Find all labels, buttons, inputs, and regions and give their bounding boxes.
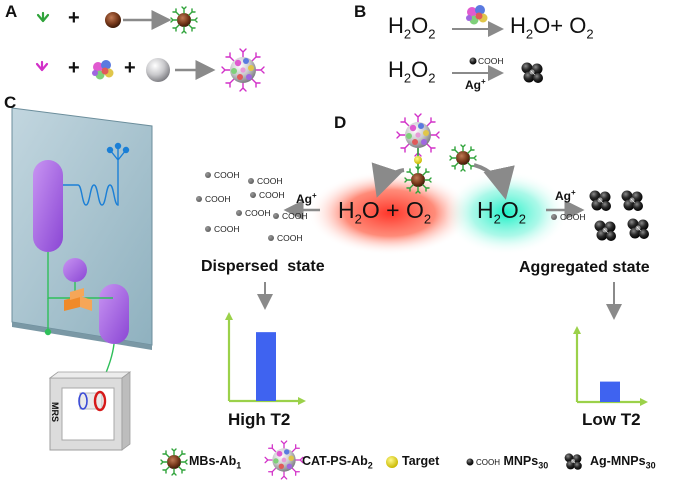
h2o2-glow — [444, 171, 568, 255]
legend-target: Target — [402, 454, 440, 468]
mnp-icon — [250, 192, 256, 198]
panel-b-graphics — [452, 5, 543, 83]
target-icon — [414, 156, 422, 164]
cat-ps-ab-icon — [221, 48, 265, 92]
serpentine-channel — [63, 142, 130, 206]
high-t2-chart — [225, 312, 306, 405]
plus-sign: + — [68, 7, 80, 29]
low-t2-label: Low T2 — [582, 410, 641, 429]
mnp-label: COOH — [551, 212, 586, 222]
panel-c-graphics — [11, 107, 153, 451]
reaction-chamber-large — [33, 160, 63, 252]
mnp-label: COOH — [250, 190, 285, 200]
panel-label-c: C — [4, 93, 17, 112]
panel-d-graphics — [225, 113, 649, 406]
ag-mnp-cluster-icon — [621, 190, 643, 211]
mbs-ab-icon — [170, 6, 198, 34]
mnp-icon — [273, 213, 279, 219]
reaction2-reactant: H2O2 — [388, 57, 436, 86]
legend-graphics — [160, 440, 582, 480]
mnp-icon — [236, 210, 242, 216]
mnp-label: COOH — [268, 233, 303, 243]
ag-ion-label-left: Ag+ — [296, 191, 317, 206]
mnp-label: COOH — [205, 224, 240, 234]
mrs-device — [48, 371, 132, 451]
mnp-label: COOH — [205, 170, 240, 180]
plus-sign: + — [68, 57, 80, 79]
reaction2-reagent-cooh: COOH — [478, 56, 504, 66]
reaction1-reactant: H2O2 — [388, 13, 436, 42]
fluid-channel — [44, 252, 115, 387]
reaction1-product: H2O+ O2 — [510, 13, 594, 42]
valve-block — [64, 288, 92, 311]
mrs-label: MRS — [50, 402, 60, 422]
panel-label-a: A — [5, 2, 18, 21]
h2o2-substrate: H2O2 — [477, 197, 526, 227]
ag-mnp-cluster-icon — [564, 453, 582, 470]
mbs-ab-icon — [449, 144, 477, 172]
mnp-icon — [196, 196, 202, 202]
cat-ps-ab-icon — [264, 440, 304, 480]
mnp-icon — [268, 235, 274, 241]
high-t2-label: High T2 — [228, 410, 291, 429]
mbs-ab-icon — [160, 448, 188, 476]
dispersed-state-label: Dispersed state — [201, 258, 325, 275]
green-antibody-icon — [36, 11, 50, 23]
legend-mnps: COOH MNPs30 — [476, 454, 549, 471]
target-icon — [386, 456, 398, 468]
mnp-icon — [469, 57, 477, 65]
legend-cat-ps-ab: CAT-PS-Ab2 — [302, 454, 373, 471]
reaction-chamber-small — [63, 258, 87, 282]
ag-ion-label-right: Ag+ — [555, 188, 576, 203]
ag-mnp-cluster-icon — [521, 62, 543, 83]
mnp-icon — [551, 214, 557, 220]
low-t2-chart — [573, 326, 648, 406]
ag-mnp-cluster-icon — [589, 190, 611, 211]
mnp-icon — [248, 178, 254, 184]
mnp-icon — [205, 172, 211, 178]
panel-a-graphics — [35, 6, 265, 92]
magnetic-bead-icon — [105, 12, 121, 28]
panel-label-d: D — [334, 113, 347, 132]
catalase-enzyme-icon — [466, 5, 488, 25]
low-t2-bar — [600, 381, 620, 402]
magenta-antibody-icon — [35, 60, 49, 72]
ag-mnp-cluster-icon — [627, 218, 649, 239]
mnp-label: COOH — [196, 194, 231, 204]
legend-ag-mnps: Ag-MNPs30 — [590, 454, 656, 471]
detection-chamber — [99, 284, 129, 344]
legend-mbs-ab: MBs-Ab1 — [189, 454, 242, 471]
panel-label-b: B — [354, 2, 367, 21]
h2o-o2-product: H2O + O2 — [338, 197, 432, 227]
curved-arrow-right — [473, 163, 515, 200]
reaction2-reagent-ag: Ag+ — [465, 77, 486, 92]
aggregated-state-label: Aggregated state — [519, 259, 650, 276]
catalase-enzyme-icon — [92, 60, 114, 80]
mnp-label: COOH — [273, 211, 308, 221]
ag-mnp-cluster-icon — [594, 220, 616, 241]
mnp-label: COOH — [248, 176, 283, 186]
polystyrene-sphere-icon — [146, 58, 170, 82]
plus-sign: + — [124, 57, 136, 79]
mnp-icon — [205, 226, 211, 232]
h2o-o2-glow — [308, 171, 472, 255]
high-t2-bar — [256, 332, 276, 401]
mnp-icon — [466, 458, 474, 466]
curved-arrow-left — [371, 162, 405, 198]
mnp-label: COOH — [236, 208, 271, 218]
